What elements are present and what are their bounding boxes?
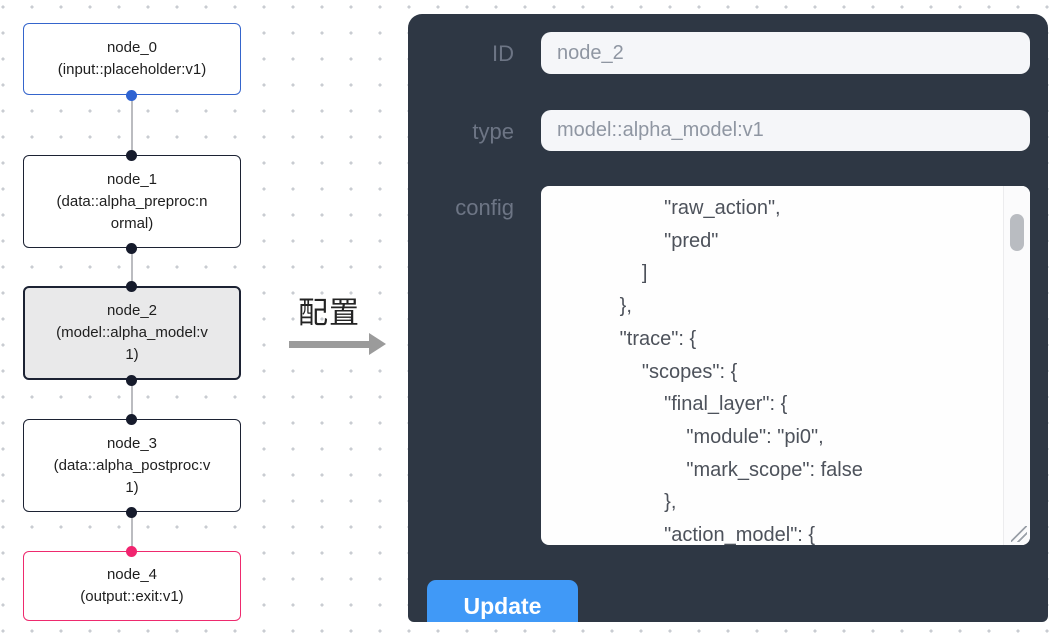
right-arrow-head-icon xyxy=(369,333,386,355)
edge-node1-node2 xyxy=(131,248,133,286)
flow-node-node_0[interactable]: node_0 (input::placeholder:v1) xyxy=(23,23,241,95)
edge-node0-node1 xyxy=(131,95,133,155)
config-json-text: "raw_action", "pred" ] }, "trace": { "sc… xyxy=(619,197,863,545)
configure-annotation: 配置 xyxy=(270,296,400,368)
handle-node0-source[interactable] xyxy=(126,90,137,101)
configure-label: 配置 xyxy=(298,297,360,330)
update-button[interactable]: Update xyxy=(427,580,578,622)
id-field-label: ID xyxy=(492,41,514,66)
node-type-label: (data::alpha_preproc:normal) xyxy=(56,192,208,232)
handle-node1-source[interactable] xyxy=(126,243,137,254)
flow-node-node_1[interactable]: node_1 (data::alpha_preproc:normal) xyxy=(23,155,241,248)
config-field-label: config xyxy=(455,195,514,220)
flow-node-node_4[interactable]: node_4 (output::exit:v1) xyxy=(23,551,241,621)
flow-node-node_3[interactable]: node_3 (data::alpha_postproc:v1) xyxy=(23,419,241,512)
node-title: node_1 xyxy=(106,170,158,188)
handle-node3-source[interactable] xyxy=(126,507,137,518)
handle-node1-target[interactable] xyxy=(126,150,137,161)
flow-canvas: node_0 (input::placeholder:v1) node_1 (d… xyxy=(0,0,410,643)
edge-node2-node3 xyxy=(131,380,133,419)
node-type-label: (model::alpha_model:v1) xyxy=(56,324,208,363)
handle-node3-target[interactable] xyxy=(126,414,137,425)
flow-node-node_2[interactable]: node_2 (model::alpha_model:v1) xyxy=(23,286,241,380)
right-arrow-icon xyxy=(289,341,371,348)
type-field-label: type xyxy=(472,119,514,144)
handle-node2-target[interactable] xyxy=(126,281,137,292)
type-input[interactable] xyxy=(541,110,1030,151)
config-scrollbar-thumb[interactable] xyxy=(1010,214,1024,251)
node-title: node_0 xyxy=(106,39,158,56)
node-title: node_4 xyxy=(106,566,158,583)
handle-node4-target[interactable] xyxy=(126,546,137,557)
handle-node2-source[interactable] xyxy=(126,375,137,386)
node-type-label: (input::placeholder:v1) xyxy=(57,61,207,78)
edge-node3-node4 xyxy=(131,512,133,551)
node-title: node_2 xyxy=(106,302,158,319)
node-type-label: (output::exit:v1) xyxy=(80,588,184,605)
node-title: node_3 xyxy=(106,434,158,452)
id-input[interactable] xyxy=(541,32,1030,74)
textarea-resize-handle-icon[interactable] xyxy=(1011,526,1027,542)
config-scrollbar[interactable] xyxy=(1003,186,1030,545)
node-config-panel: ID type config "raw_action", "pred" ] },… xyxy=(408,14,1048,622)
node-type-label: (data::alpha_postproc:v1) xyxy=(53,456,211,496)
config-textarea[interactable]: "raw_action", "pred" ] }, "trace": { "sc… xyxy=(541,186,1030,545)
